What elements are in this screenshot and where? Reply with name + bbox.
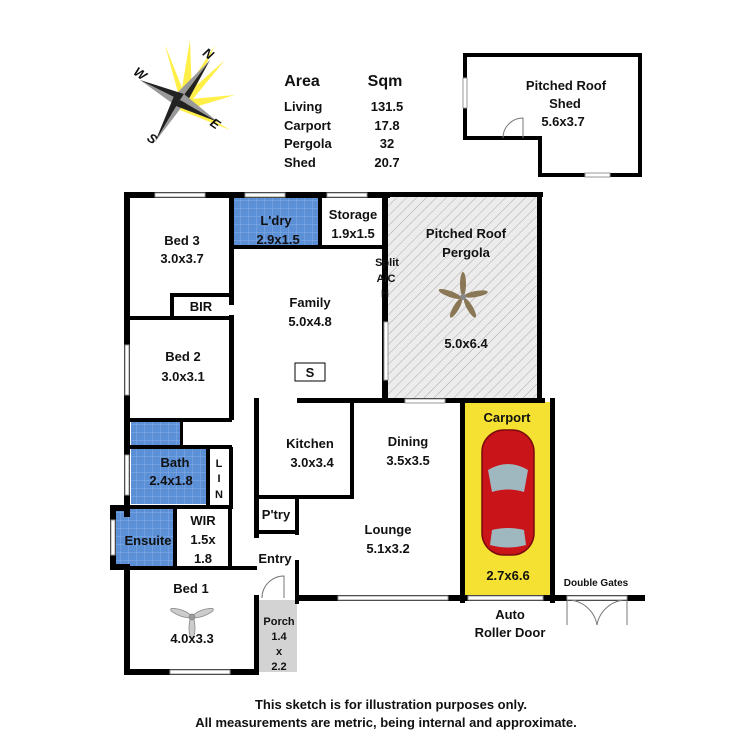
room-name: Bed 3 — [164, 233, 199, 248]
stove-label: S — [306, 365, 315, 380]
room-name: L'dry — [260, 213, 292, 228]
area-row-label: Shed — [284, 155, 316, 170]
room-dims: 2.7x6.6 — [486, 568, 529, 583]
room-dims: 5.0x6.4 — [444, 336, 488, 351]
room-name: Kitchen — [286, 436, 334, 451]
sqm-header: Sqm — [368, 73, 403, 90]
bath-area — [131, 449, 207, 504]
room-dims: 5.0x4.8 — [288, 314, 331, 329]
room-dims: x — [276, 646, 283, 658]
room-dims: 3.5x3.5 — [386, 453, 429, 468]
compass-rose-icon: N E S W — [131, 40, 235, 147]
entry-door-icon — [261, 575, 285, 599]
ensuite-area — [116, 509, 175, 566]
shed-label: Shed — [549, 96, 581, 111]
area-row-label: Carport — [284, 118, 332, 133]
room-name: Bath — [161, 455, 190, 470]
split-ac-label: A/C — [377, 273, 396, 285]
area-table: Area Sqm Living 131.5 Carport 17.8 Pergo… — [284, 73, 403, 170]
room-dims: 2.2 — [271, 661, 286, 673]
split-ac-label: H — [381, 288, 389, 300]
shed: Pitched Roof Shed 5.6x3.7 — [462, 53, 642, 178]
ceiling-fan-icon — [170, 607, 214, 640]
room-dims: 1.4 — [271, 631, 287, 643]
room-dims: 3.0x3.4 — [290, 455, 334, 470]
room-name: Pergola — [442, 245, 490, 260]
windows — [110, 192, 628, 675]
room-dims: 3.0x3.7 — [160, 251, 203, 266]
room-name: P'try — [262, 507, 291, 522]
area-header: Area — [284, 73, 320, 90]
split-ac-label: Split — [375, 257, 399, 269]
room-name: Family — [289, 295, 331, 310]
stove-box — [294, 362, 326, 382]
double-gates-label: Double Gates — [564, 578, 629, 589]
room-name: Carport — [484, 410, 532, 425]
room-name: Bed 2 — [165, 349, 200, 364]
room-dims: 4.0x3.3 — [170, 631, 213, 646]
room-name: I — [217, 473, 220, 485]
room-name: 1.8 — [194, 551, 212, 566]
area-row-value: 32 — [380, 136, 394, 151]
area-row-label: Pergola — [284, 136, 332, 151]
room-name: Entry — [258, 551, 292, 566]
room-name: Storage — [329, 207, 377, 222]
room-dims: 2.9x1.5 — [256, 232, 299, 247]
room-name: Dining — [388, 434, 428, 449]
compass-s: S — [144, 130, 160, 147]
room-name: 1.5x — [190, 532, 216, 547]
disclaimer-line-1: This sketch is for illustration purposes… — [255, 697, 527, 712]
roller-door-label: Auto — [495, 607, 525, 622]
double-gates-icon — [566, 599, 628, 626]
room-name: Porch — [263, 616, 294, 628]
compass-n: N — [200, 45, 217, 63]
room-name: Lounge — [365, 522, 412, 537]
area-row-value: 131.5 — [371, 99, 404, 114]
area-row-value: 20.7 — [374, 155, 399, 170]
room-name: BIR — [190, 299, 213, 314]
area-row-label: Living — [284, 99, 322, 114]
room-dims: 5.1x3.2 — [366, 541, 409, 556]
disclaimer-line-2: All measurements are metric, being inter… — [195, 715, 576, 730]
car-icon — [481, 429, 535, 556]
room-name: Bed 1 — [173, 581, 208, 596]
room-name: WIR — [190, 513, 216, 528]
roller-door-label: Roller Door — [475, 625, 546, 640]
laundry-area — [232, 198, 320, 247]
area-row-value: 17.8 — [374, 118, 399, 133]
room-dims: 1.9x1.5 — [331, 226, 374, 241]
shed-label: Pitched Roof — [526, 78, 607, 93]
room-dims: 2.4x1.8 — [149, 473, 192, 488]
room-name: L — [216, 458, 223, 470]
room-dims: 3.0x3.1 — [161, 369, 204, 384]
porch-area — [258, 600, 297, 672]
room-name: Pitched Roof — [426, 226, 507, 241]
compass-w: W — [131, 64, 151, 84]
toilet-area — [131, 422, 180, 447]
room-name: Ensuite — [125, 533, 172, 548]
room-name: N — [215, 489, 223, 501]
ceiling-fan-icon — [438, 272, 488, 318]
shed-dims: 5.6x3.7 — [541, 114, 584, 129]
